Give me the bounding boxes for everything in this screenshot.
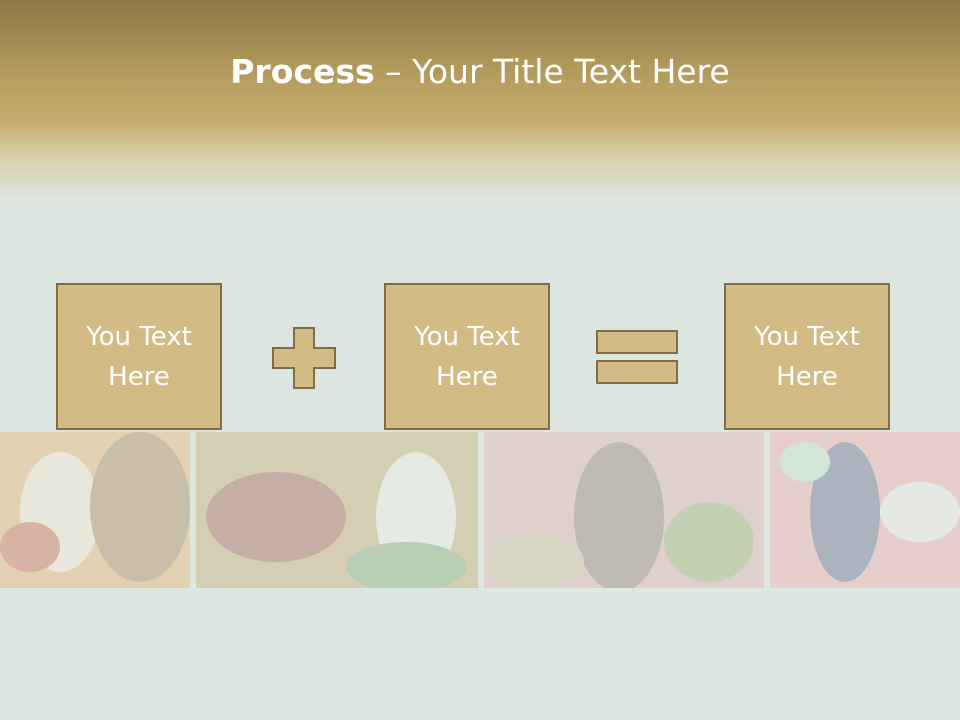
slide-title: Process – Your Title Text Here [0, 52, 960, 91]
illustration-panel-4 [770, 432, 960, 588]
process-box-1-text: You Text Here [86, 321, 192, 392]
illustration-panel-3 [484, 432, 764, 588]
illustration-strip [0, 430, 960, 590]
illustration-panel-1 [0, 432, 190, 588]
process-box-1: You Text Here [56, 283, 222, 430]
illustration-overlay [0, 430, 960, 590]
process-box-2-text: You Text Here [414, 321, 520, 392]
process-box-2: You Text Here [384, 283, 550, 430]
illustration-panel-2 [196, 432, 478, 588]
process-box-3-text: You Text Here [754, 321, 860, 392]
title-rest: – Your Title Text Here [374, 52, 730, 91]
equals-icon [596, 330, 678, 384]
title-bold: Process [230, 52, 375, 91]
plus-icon [272, 327, 336, 389]
process-box-3: You Text Here [724, 283, 890, 430]
title-banner [0, 0, 960, 200]
